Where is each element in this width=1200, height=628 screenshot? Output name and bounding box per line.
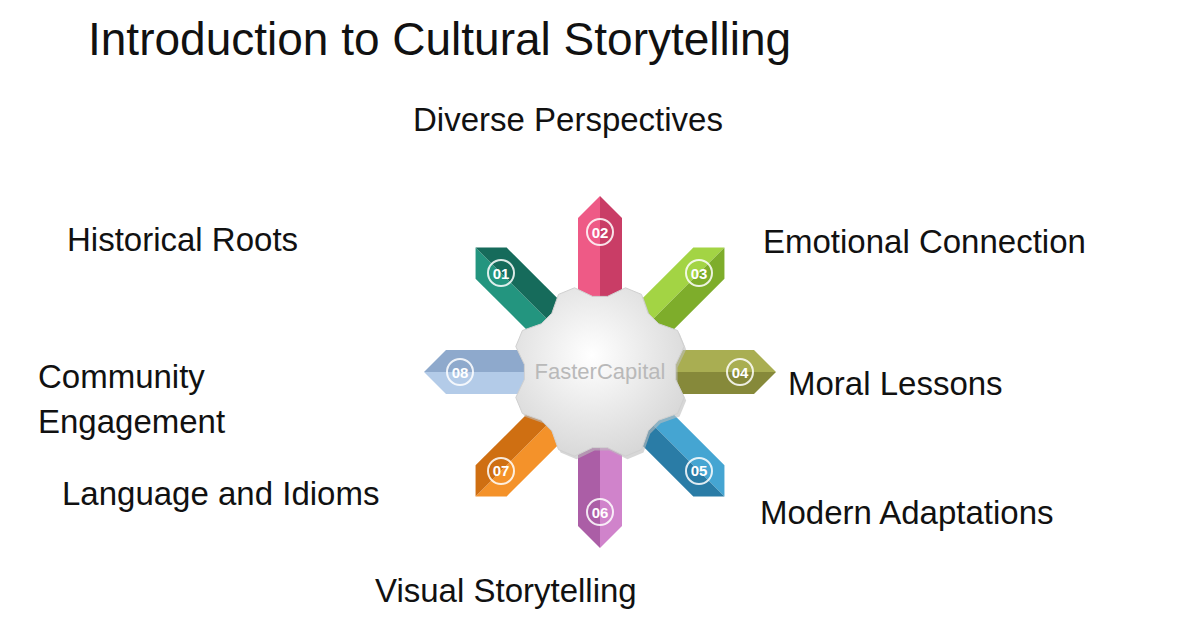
topic-label: Language and Idioms (62, 472, 379, 517)
topic-label: Diverse Perspectives (413, 98, 723, 143)
callout-number: 03 (671, 245, 727, 301)
callout-number: 08 (432, 344, 488, 400)
topic-label: Modern Adaptations (760, 491, 1054, 536)
arrow-node: 01Historical Roots (473, 245, 529, 301)
center-gear: FasterCapital (505, 277, 695, 467)
topic-label: Visual Storytelling (375, 569, 637, 614)
arrow-node: 02Diverse Perspectives (572, 204, 628, 260)
callout-number: 07 (473, 443, 529, 499)
callout-number: 06 (572, 484, 628, 540)
arrow-node: 03Emotional Connection (671, 245, 727, 301)
callout-number: 04 (712, 344, 768, 400)
arrow-node: 07Language and Idioms (473, 443, 529, 499)
topic-label: Community Engagement (38, 355, 253, 445)
topic-label: Moral Lessons (788, 362, 1003, 407)
topic-label: Historical Roots (67, 218, 298, 263)
arrow-node: 04Moral Lessons (712, 344, 768, 400)
arrow-node: 05Modern Adaptations (671, 443, 727, 499)
watermark: FasterCapital (505, 277, 695, 467)
diagram-title: Introduction to Cultural Storytelling (88, 12, 791, 66)
arrow-node: 08Community Engagement (432, 344, 488, 400)
callout-number: 02 (572, 204, 628, 260)
topic-label: Emotional Connection (763, 220, 1086, 265)
callout-number: 05 (671, 443, 727, 499)
callout-number: 01 (473, 245, 529, 301)
arrow-node: 06Visual Storytelling (572, 484, 628, 540)
